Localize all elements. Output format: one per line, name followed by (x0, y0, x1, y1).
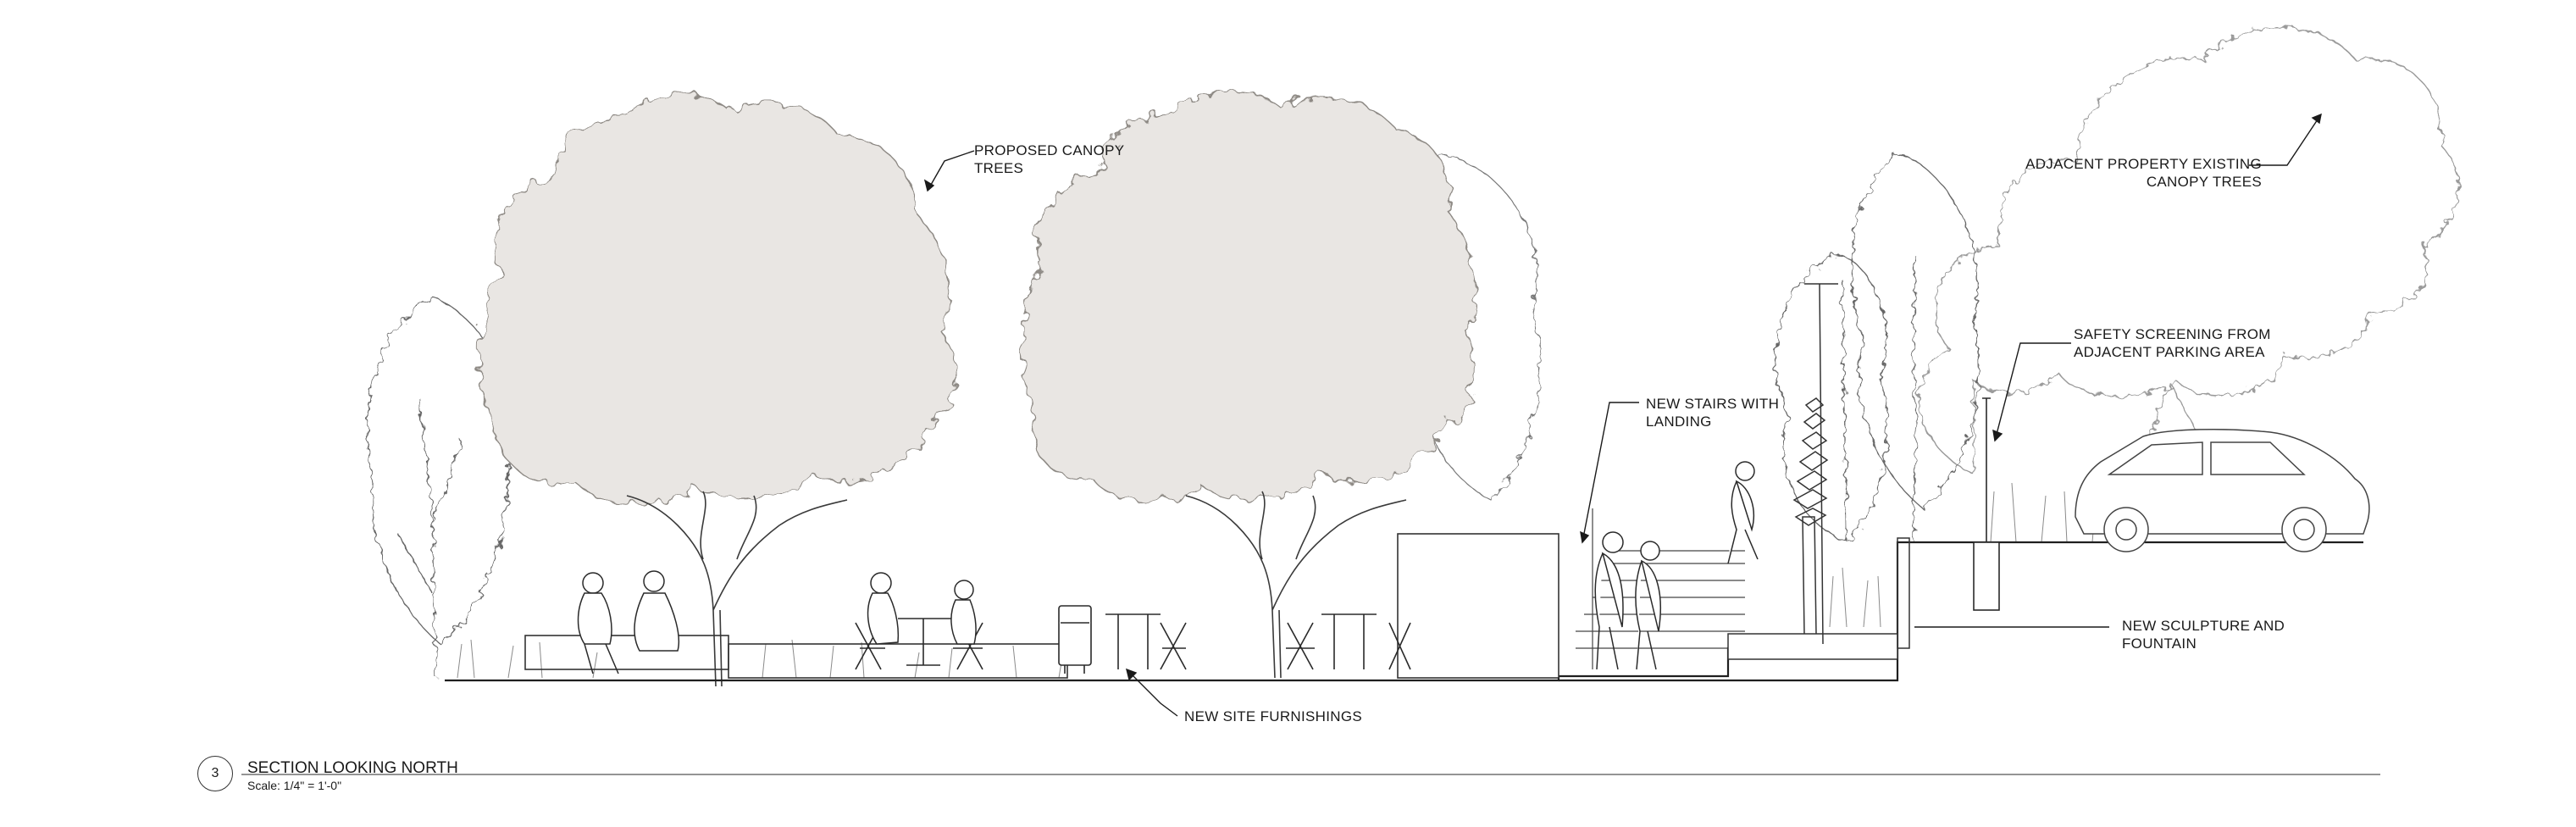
light-pole (1804, 283, 1838, 645)
callout-text: ADJACENT PROPERTY EXISTING CANOPY TREES (2025, 156, 2262, 190)
planter-wall (1397, 533, 1559, 679)
callout-text: PROPOSED CANOPY TREES (974, 142, 1125, 176)
callout-sculpture-fountain: NEW SCULPTURE AND FOUNTAIN (2122, 617, 2285, 652)
callout-text: SAFETY SCREENING FROM ADJACENT PARKING A… (2074, 326, 2271, 360)
section-title: SECTION LOOKING NORTH (247, 759, 458, 777)
canopy-tree-1 (479, 94, 956, 687)
leader-lines (923, 113, 2322, 717)
adjacent-canopy-tree (1918, 26, 2459, 509)
canopy-tree-2 (1021, 92, 1476, 679)
safety-screen-post (1973, 397, 2000, 611)
section-scale: Scale: 1/4" = 1'-0" (247, 779, 342, 792)
stairs (1576, 508, 1745, 669)
people (577, 461, 1759, 674)
callout-text: NEW SCULPTURE AND FOUNTAIN (2122, 618, 2285, 652)
callout-site-furnishings: NEW SITE FURNISHINGS (1184, 708, 1362, 725)
section-number: 3 (197, 756, 233, 791)
callout-new-stairs: NEW STAIRS WITH LANDING (1646, 395, 1779, 430)
site-furnishings (855, 605, 1411, 674)
parked-car (2075, 428, 2370, 552)
callout-adjacent-trees: ADJACENT PROPERTY EXISTING CANOPY TREES (2016, 155, 2262, 191)
right-ornamental-trees (1775, 152, 1980, 543)
sculpture-fountain (1727, 397, 1910, 660)
callout-safety-screening: SAFETY SCREENING FROM ADJACENT PARKING A… (2074, 325, 2271, 361)
callout-text: NEW SITE FURNISHINGS (1184, 708, 1363, 724)
callout-text: NEW STAIRS WITH LANDING (1646, 396, 1780, 430)
callout-proposed-canopy-trees: PROPOSED CANOPY TREES (974, 142, 1124, 177)
